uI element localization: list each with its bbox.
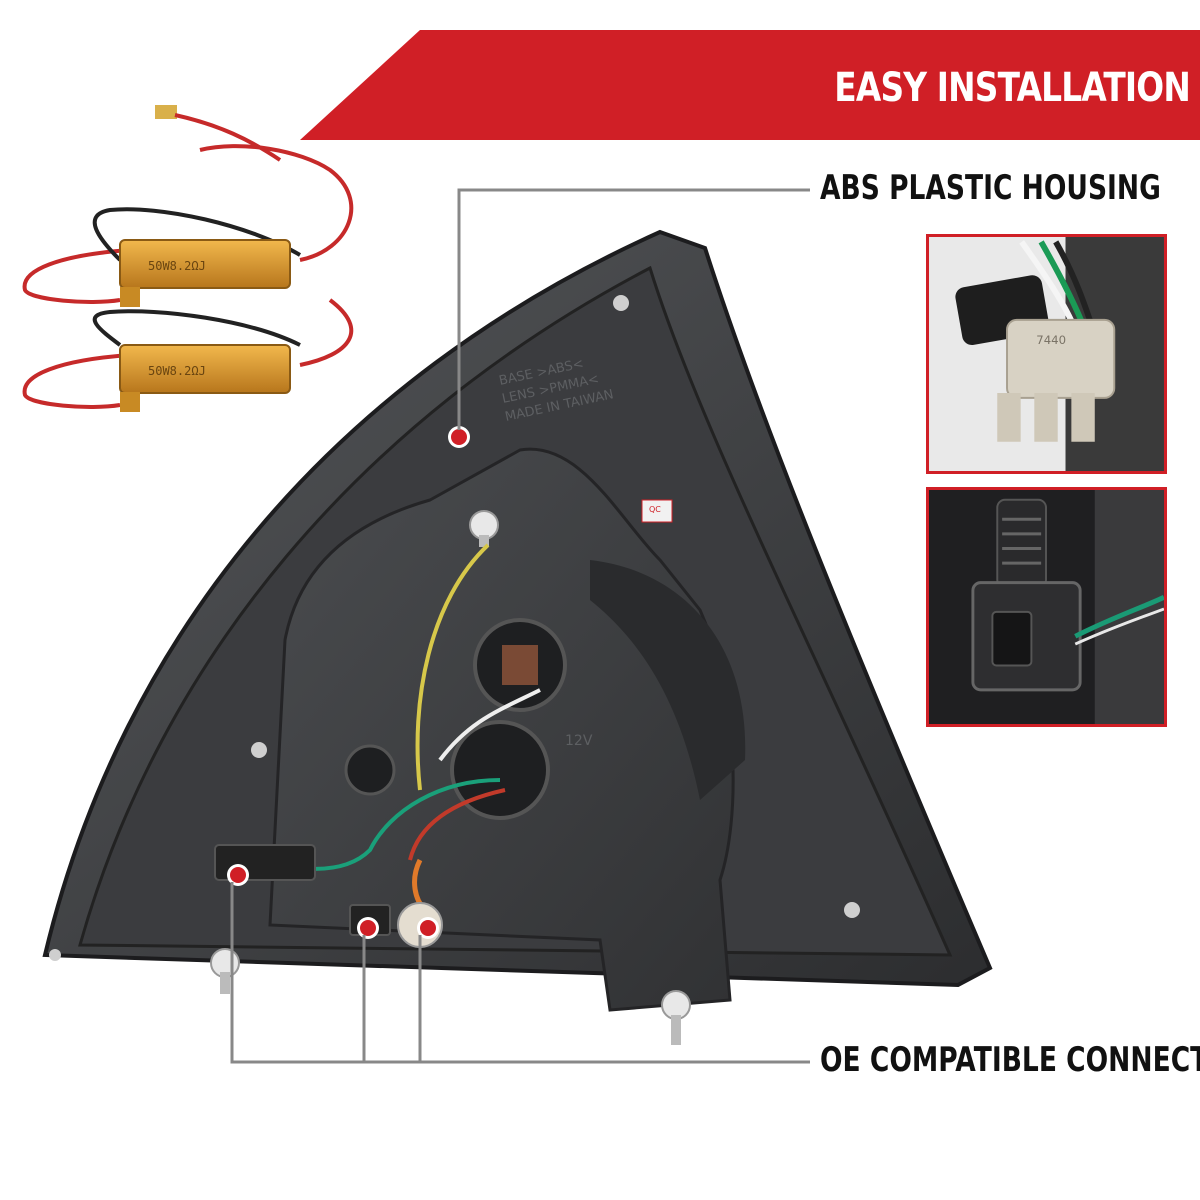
bulb-illustration: 7440 xyxy=(929,237,1164,471)
screw-2 xyxy=(251,742,267,758)
marker-connector-2 xyxy=(357,917,379,939)
inset-connector-photo xyxy=(926,487,1167,727)
wire-white xyxy=(438,688,541,762)
svg-text:50W8.2ΩJ: 50W8.2ΩJ xyxy=(148,259,206,273)
socket-lower xyxy=(450,720,550,820)
load-resistor-upper: 50W8.2ΩJ xyxy=(22,144,354,307)
resistor-lead-tab xyxy=(155,105,177,119)
socket-small xyxy=(344,744,396,796)
title-banner xyxy=(300,30,1200,140)
resistor-lead-wire xyxy=(174,113,282,162)
marker-abs xyxy=(448,426,470,448)
connector-illustration xyxy=(929,490,1164,724)
wire-red xyxy=(408,788,506,861)
mounting-stud-top xyxy=(469,510,499,547)
mounting-stud-left xyxy=(210,948,240,994)
mounting-stud-bottom xyxy=(661,990,691,1045)
reflector-dome xyxy=(590,560,746,800)
screw-3 xyxy=(844,902,860,918)
svg-text:7440: 7440 xyxy=(1036,333,1066,347)
callout-oe-connectors: OE COMPATIBLE CONNECTORS xyxy=(820,1040,1200,1080)
socket-upper-key xyxy=(502,645,538,685)
callout-abs-housing: ABS PLASTIC HOUSING xyxy=(820,168,1161,208)
banner-shape xyxy=(300,30,1200,140)
screw-1 xyxy=(613,295,629,311)
load-resistor-lower: 50W8.2ΩJ xyxy=(22,298,354,412)
screw-4 xyxy=(49,949,61,961)
housing-text-voltage: 12V xyxy=(565,733,593,749)
qc-sticker xyxy=(641,499,673,523)
wire-green xyxy=(299,778,501,871)
marker-connector-3 xyxy=(417,917,439,939)
wire-yellow xyxy=(415,543,490,791)
inset-bulb-photo: 7440 xyxy=(926,234,1167,474)
qc-sticker-text: QC xyxy=(649,505,661,514)
svg-text:50W8.2ΩJ: 50W8.2ΩJ xyxy=(148,364,206,378)
marker-connector-1 xyxy=(227,864,249,886)
